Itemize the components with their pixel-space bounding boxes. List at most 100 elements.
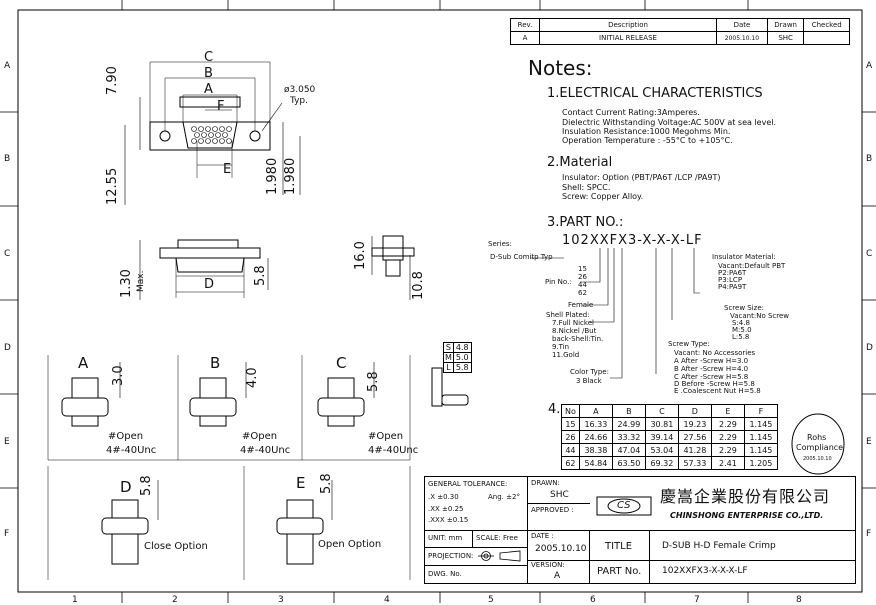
nut-views-drawing [47, 466, 411, 580]
notes-title: Notes: [528, 56, 593, 80]
dim-1980a: 1.980 [265, 157, 280, 195]
dim-col-e: E [710, 404, 745, 418]
screw-open-c: #Open [368, 431, 404, 442]
screw-size-s-value: 4.8 [452, 342, 472, 353]
col-label-7: 7 [694, 595, 700, 605]
dwg-no-label: DWG. No. [428, 570, 462, 578]
row-label-c: C [4, 249, 11, 259]
shell-plated-6: 11.Gold [552, 351, 580, 359]
dim-col-b: B [611, 404, 646, 418]
col-label-6: 6 [590, 595, 596, 605]
screw-label-c: C [336, 354, 347, 372]
tb-divider-h5 [528, 503, 590, 504]
scale-label: SCALE: Free [476, 534, 518, 542]
rohs-seal [791, 413, 845, 475]
dim-160: 16.0 [353, 241, 368, 270]
dim-max: Max. [136, 270, 146, 292]
logo-text: CS [617, 500, 631, 511]
tolerance-x: .X ±0.30 [428, 493, 459, 501]
insulator-2: Vacant:Default PBT [718, 262, 786, 270]
logo-ellipse-icon [596, 496, 652, 516]
notes-s2-line-1: Insulator: Option (PBT/PA6T /LCP /PA9T) [562, 173, 721, 182]
screw-size-m-value: 5.0 [452, 352, 472, 363]
screw-size-5: L:5.8 [732, 333, 750, 341]
screw-thread-b: 4#-40Unc [240, 445, 291, 456]
notes-section-4: 4. [548, 402, 561, 417]
company-name-en: CHINSHONG ENTERPRISE CO.,LTD. [670, 511, 824, 520]
notes-section-3: 3.PART NO.: [547, 215, 624, 230]
screw-type-2: Vacant: No Accessories [674, 349, 756, 357]
dim-cell: 16.33 [578, 417, 613, 431]
partno-label: PART No. [597, 566, 642, 577]
tb-divider-v1 [527, 476, 528, 583]
notes-s1-line-2: Dielectric Withstanding Voltage:AC 500V … [562, 118, 777, 127]
row-label-f: F [4, 529, 10, 539]
pin-15: 15 [578, 265, 587, 273]
top-view-drawing [124, 61, 301, 205]
nut-label-d: D [120, 478, 132, 496]
tolerance-xxx: .XXX ±0.15 [428, 516, 469, 524]
row-label-e-right: E [866, 437, 872, 447]
dim-cell: 41.28 [677, 443, 712, 457]
date-value: 2005.10.10 [535, 544, 587, 554]
dim-cell: 15 [561, 417, 580, 431]
screw-size-2: Vacant:No Screw [730, 312, 790, 320]
screw-label-b: B [210, 354, 221, 372]
pin-62: 62 [578, 289, 587, 297]
screw-size-1: Screw Size: [724, 304, 765, 312]
notes-s1-line-4: Operation Temperature : -55°C to +105°C. [562, 136, 733, 145]
dim-cell: 63.50 [611, 456, 646, 470]
female-label: Female [568, 301, 594, 309]
row-label-f-right: F [866, 529, 872, 539]
nut-note-e: Open Option [318, 539, 382, 550]
col-label-5: 5 [488, 595, 494, 605]
title-label: TITLE [605, 541, 633, 552]
tolerance-ang: Ang. ±2° [488, 493, 520, 501]
insulator-1: Insulator Material: [712, 253, 776, 261]
screw-open-a: #Open [108, 431, 144, 442]
hole-dim: ø3.050 [284, 85, 316, 95]
screw-detail-drawing [431, 367, 469, 407]
dim-e: E [223, 162, 232, 177]
dim-cell: 30.81 [644, 417, 679, 431]
col-label-2: 2 [172, 595, 178, 605]
series-value: D-Sub Comitp Typ [490, 253, 553, 261]
dim-col-no: No [561, 404, 580, 418]
tb-divider-h1 [424, 530, 855, 531]
tb-divider-v2 [589, 530, 590, 583]
dim-cell: 1.205 [743, 456, 778, 470]
nut-note-d: Close Option [144, 541, 208, 552]
tolerance-title: GENERAL TOLERANCE: [428, 480, 508, 488]
dim-cell: 2.29 [710, 443, 745, 457]
dim-130: 1.30 [119, 269, 134, 298]
screw-size-l-label: L [443, 362, 454, 373]
projection-label: PROJECTION: [428, 552, 474, 560]
screw-size-l-value: 5.8 [452, 362, 472, 373]
row-label-d-right: D [866, 343, 873, 353]
dim-f: F [217, 99, 225, 114]
screw-open-b: #Open [242, 431, 278, 442]
approved-label: APPROVED : [531, 506, 574, 514]
revision-table: Rev. Description Date Drawn Checked A IN… [510, 18, 850, 45]
screw-dim-c: 5.8 [366, 371, 381, 392]
notes-s2-line-3: Screw: Copper Alloy. [562, 192, 644, 201]
rohs-line-1: Rohs [807, 433, 827, 442]
dim-1980b: 1.980 [283, 157, 298, 195]
company-logo: CS [596, 494, 652, 518]
drawn-value: SHC [550, 490, 569, 500]
company-name-cn: 慶嵩企業股份有限公司 [660, 487, 831, 506]
hole-typ: Typ. [290, 96, 308, 106]
tb-divider-h2 [424, 547, 528, 548]
row-label-c-right: C [866, 249, 873, 259]
dim-cell: 2.41 [710, 456, 745, 470]
dim-cell: 53.04 [644, 443, 679, 457]
dim-cell: 19.23 [677, 417, 712, 431]
end-view-drawing [371, 235, 415, 300]
date-value: 2005.10.10 [716, 31, 768, 45]
row-label-b-right: B [866, 154, 873, 164]
dim-58-side: 5.8 [253, 265, 268, 286]
tb-divider-v3 [649, 530, 650, 583]
